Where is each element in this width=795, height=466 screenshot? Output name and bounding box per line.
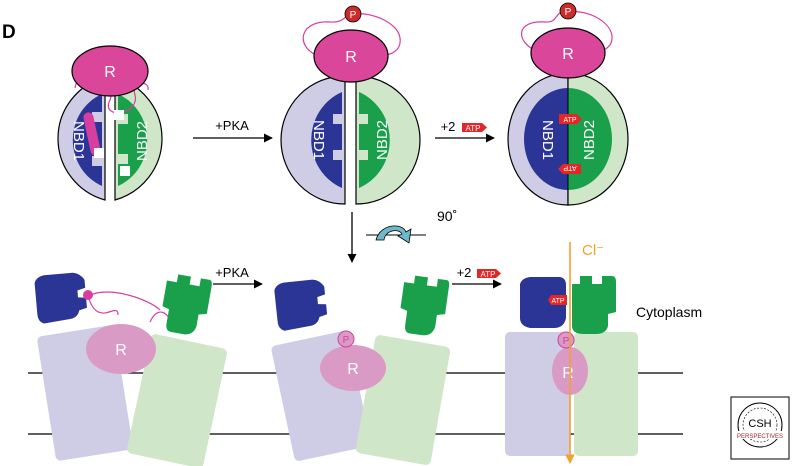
nbd2-domain	[572, 276, 616, 334]
nbd1-domain	[520, 277, 566, 328]
tmd1	[505, 332, 570, 456]
phospho-label: P	[350, 10, 357, 21]
svg-text:ATP: ATP	[563, 117, 576, 124]
pka-label-bottom: +PKA	[215, 265, 249, 280]
r-label: R	[562, 46, 574, 63]
nbd1-domain	[274, 279, 328, 331]
plus2-label-bottom: +2	[457, 265, 472, 280]
nbd2-domain	[162, 274, 212, 335]
nbd1-domain	[524, 88, 568, 190]
r-domain	[313, 29, 389, 83]
rotation-transition: 90˚	[347, 208, 457, 263]
r-linker	[87, 291, 172, 331]
r-domain	[530, 27, 606, 79]
tmd2	[127, 334, 227, 466]
nbd1-domain	[72, 94, 102, 186]
tmd2	[574, 332, 638, 456]
phospho-label: P	[343, 335, 350, 346]
panel-label: D	[2, 22, 16, 43]
r-helix-tip	[83, 290, 93, 300]
state-3-side-view: R P ATP	[505, 276, 638, 456]
atp-site-1: ATP	[559, 114, 582, 124]
arrow-atp-bottom: +2 ATP	[452, 265, 502, 289]
nbd2-domain	[359, 92, 390, 188]
r-label: R	[347, 361, 359, 378]
rotation-label: 90˚	[437, 208, 457, 224]
state-2-side-view: R P	[271, 275, 451, 465]
arrow-pka-top: +PKA	[193, 118, 273, 143]
r-label: R	[345, 49, 357, 66]
nbd1-domain	[311, 92, 342, 188]
state-3-top-view: NBD1 NBD2 ATP ATP R P	[507, 2, 629, 206]
phospho-label: P	[565, 7, 572, 18]
r-domain	[320, 345, 386, 391]
nbd1-label: NBD1	[310, 120, 327, 160]
logo-csh: CSH	[748, 418, 771, 430]
svg-text:ATP: ATP	[563, 164, 576, 171]
r-helix	[83, 112, 101, 156]
atp-site: ATP	[548, 295, 567, 305]
chloride-pathway: Cl⁻	[565, 242, 604, 464]
state-2-top-view: NBD1 NBD2 R P	[280, 5, 421, 205]
plus2-label-top: +2	[441, 119, 456, 134]
rotate-arrow-icon	[375, 225, 412, 244]
csh-perspectives-logo: CSH PERSPECTIVES	[730, 396, 790, 460]
phospho-marker	[337, 330, 355, 348]
phospho-marker	[559, 2, 577, 20]
chloride-label: Cl⁻	[582, 242, 604, 259]
state-1-top-view: NBD1 NBD2 R	[57, 45, 163, 201]
nbd1-domain	[34, 272, 87, 324]
atp-tag: ATP	[481, 270, 496, 279]
nbd2-domain	[118, 94, 148, 186]
nbd2-domain	[400, 275, 450, 336]
phospho-marker	[344, 5, 362, 23]
phospho-label: P	[563, 336, 570, 347]
atp-site-2: ATP	[558, 164, 581, 174]
r-label: R	[115, 342, 127, 359]
svg-text:ATP: ATP	[551, 298, 564, 305]
nbd2-label: NBD2	[581, 120, 598, 160]
nbd1-label: NBD1	[539, 120, 556, 160]
r-domain	[86, 324, 156, 374]
logo-perspectives: PERSPECTIVES	[737, 434, 783, 440]
nbd2-label: NBD2	[134, 121, 151, 161]
r-domain	[71, 45, 149, 97]
pka-label-top: +PKA	[215, 118, 249, 133]
arrow-atp-top: +2 ATP	[435, 119, 495, 143]
state-1-side-view: R	[34, 272, 227, 466]
arrow-pka-bottom: +PKA	[213, 265, 263, 289]
nbd2-label: NBD2	[374, 120, 391, 160]
nbd1-label: NBD1	[70, 121, 87, 161]
r-label: R	[562, 365, 574, 382]
r-label: R	[104, 64, 116, 81]
atp-tag: ATP	[466, 124, 481, 133]
cytoplasm-label: Cytoplasm	[636, 304, 702, 320]
